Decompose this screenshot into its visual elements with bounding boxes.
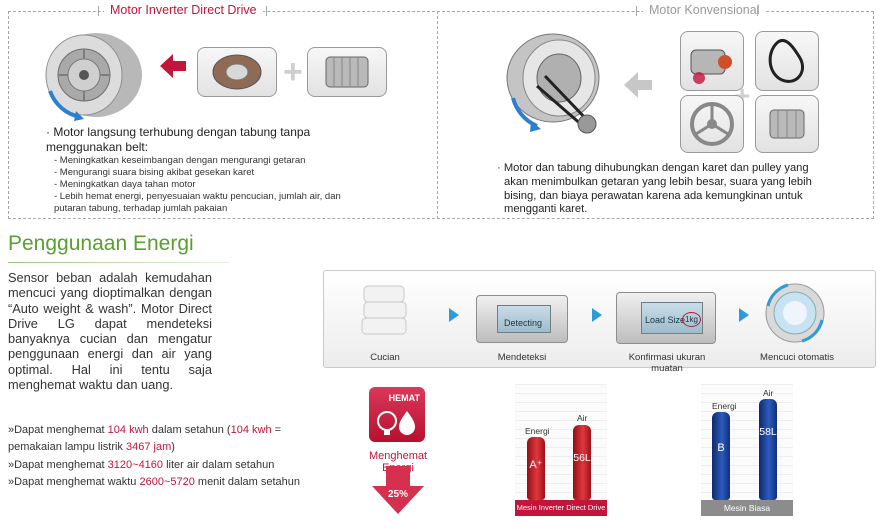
energy-value: A⁺ xyxy=(529,459,543,471)
down-arrow-percent: 25% xyxy=(372,466,424,514)
title-tick xyxy=(636,6,637,16)
arrow-right-icon xyxy=(739,308,749,322)
energy-paragraph: Sensor beban adalah kemudahan mencuci ya… xyxy=(8,270,212,393)
panel-divider xyxy=(437,11,438,219)
comparison-panel xyxy=(8,11,874,219)
step-label-laundry: Cucian xyxy=(370,352,400,363)
arrow-right-icon xyxy=(592,308,602,322)
step-label-auto-wash: Mencuci otomatis xyxy=(760,352,834,363)
water-label: Air xyxy=(763,388,774,398)
lcd-display: Load Size 1kg xyxy=(641,302,703,334)
auto-wash-drum-image xyxy=(762,280,828,346)
laundry-stack-image xyxy=(358,276,410,340)
energy-bar xyxy=(527,437,545,500)
lcd-detecting-text: Detecting xyxy=(504,318,543,328)
direct-drive-drum-image xyxy=(36,25,154,123)
direct-drive-point: - Lebih hemat energi, penyesuaian waktu … xyxy=(54,191,341,214)
conventional-motor-image xyxy=(680,31,744,91)
conventional-title: Motor Konvensional xyxy=(643,3,766,17)
direct-drive-main-point: · Motor langsung terhubung dengan tabung… xyxy=(46,125,311,154)
water-value: 58L xyxy=(759,426,777,438)
title-tick xyxy=(266,6,267,16)
drum-image xyxy=(307,47,387,97)
conventional-drum-image xyxy=(497,26,615,138)
water-bar xyxy=(759,399,777,500)
saving-line: »Dapat menghemat waktu 2600~5720 menit d… xyxy=(8,476,301,488)
drum-image xyxy=(755,95,819,153)
arrow-left-icon xyxy=(624,72,652,103)
bulb-drop-icon xyxy=(377,411,415,435)
energy-value: B xyxy=(717,442,725,454)
water-label: Air xyxy=(577,413,588,423)
arrow-left-icon xyxy=(160,54,186,83)
control-panel-detecting: Detecting xyxy=(476,295,568,343)
lcd-load-size-text: Load Size xyxy=(645,315,686,325)
belt-image xyxy=(755,31,819,91)
lcd-display: Detecting xyxy=(497,305,551,333)
energy-bar xyxy=(712,412,730,500)
title-tick xyxy=(757,6,758,16)
percent-value: 25% xyxy=(387,489,408,500)
saving-line: »Dapat menghemat 3120~4160 liter air dal… xyxy=(8,459,275,471)
direct-drive-title: Motor Inverter Direct Drive xyxy=(104,3,263,17)
direct-drive-point: - Meningkatkan keseimbangan dengan mengu… xyxy=(54,155,306,166)
heading-underline xyxy=(8,262,230,263)
direct-drive-base-label: Mesin Inverter Direct Drive xyxy=(515,500,607,516)
water-bar xyxy=(573,425,591,500)
conventional-base-label: Mesin Biasa xyxy=(701,500,793,516)
stator-motor-image xyxy=(197,47,277,97)
step-label-confirm: Konfirmasi ukuran muatan xyxy=(628,352,706,374)
plus-icon: + xyxy=(283,53,303,91)
badge-title: HEMAT xyxy=(388,393,420,403)
energy-saving-badge: HEMAT xyxy=(369,387,425,442)
conventional-description: · Motor dan tabung dihubungkan dengan ka… xyxy=(497,162,812,216)
step-label-detect: Mendeteksi xyxy=(497,352,547,363)
saving-line: »Dapat menghemat 104 kwh dalam setahun (… xyxy=(8,424,282,436)
direct-drive-point: - Meningkatkan daya tahan motor xyxy=(54,179,196,190)
energy-label: Energi xyxy=(525,426,550,436)
direct-drive-points: - Meningkatkan keseimbangan dengan mengu… xyxy=(54,155,354,215)
pulley-image xyxy=(680,95,744,153)
control-panel-load-size: Load Size 1kg xyxy=(616,292,716,344)
energy-label: Energi xyxy=(712,401,737,411)
direct-drive-point: - Mengurangi suara bising akibat gesekan… xyxy=(54,167,255,178)
section-heading: Penggunaan Energi xyxy=(8,232,194,255)
title-tick xyxy=(98,6,99,16)
saving-line: pemakaian lampu listrik 3467 jam) xyxy=(8,441,175,453)
arrow-right-icon xyxy=(449,308,459,322)
water-value: 56L xyxy=(573,452,591,464)
lcd-load-value: 1kg xyxy=(682,312,701,327)
